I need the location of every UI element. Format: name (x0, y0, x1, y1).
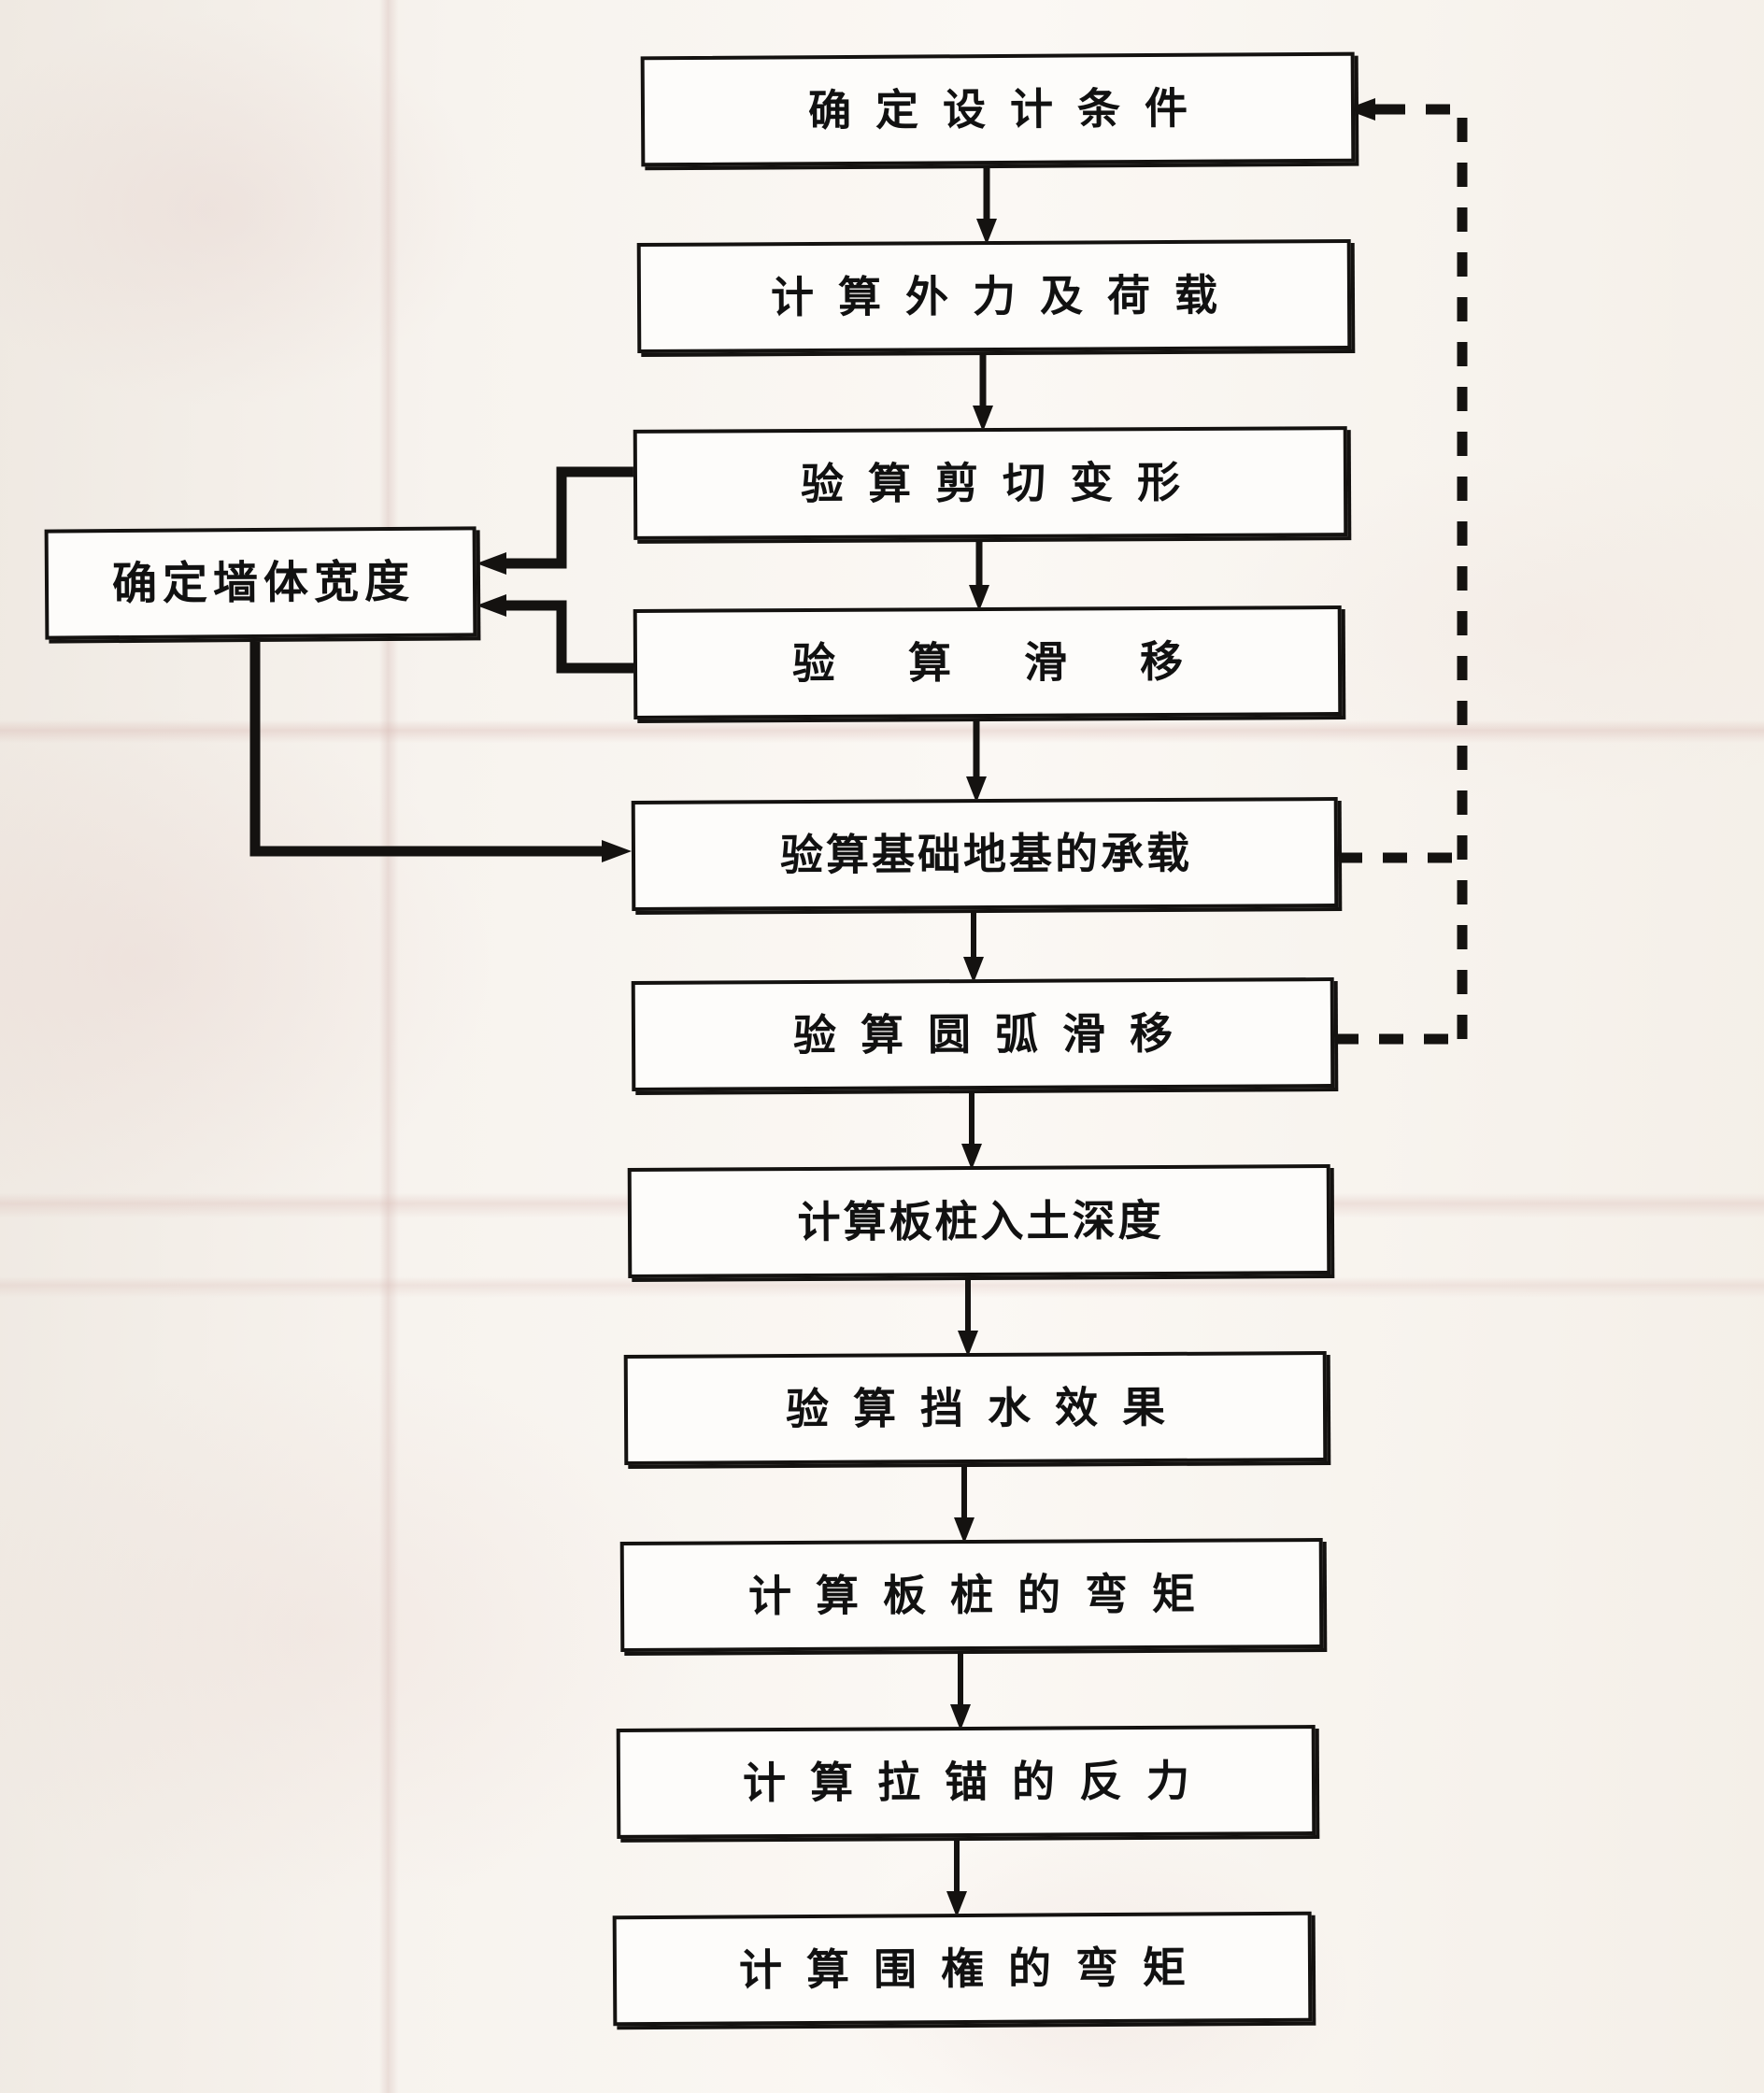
node-label: 计算板桩入土深度 (797, 1194, 1164, 1248)
node-label: 验算剪切变形 (800, 456, 1205, 509)
node-label: 验算圆弧滑移 (792, 1007, 1198, 1061)
node-calc-sheet-pile-embedment[interactable]: 计算板桩入土深度 (627, 1164, 1331, 1278)
node-calc-waling-moment[interactable]: 计算围権的弯矩 (612, 1911, 1313, 2027)
node-calc-external-force-load[interactable]: 计算外力及荷载 (636, 239, 1352, 353)
node-label: 验算滑移 (791, 635, 1257, 690)
node-label: 验算挡水效果 (785, 1381, 1190, 1435)
node-check-sliding[interactable]: 验算滑移 (633, 605, 1343, 719)
edge-left-n5 (249, 642, 632, 862)
edge-n3-left (477, 466, 633, 575)
node-check-water-retaining[interactable]: 验算挡水效果 (623, 1351, 1328, 1465)
node-determine-wall-width[interactable]: 确定墙体宽度 (44, 526, 477, 640)
node-determine-design-conditions[interactable]: 确定设计条件 (640, 51, 1356, 167)
node-calc-sheet-pile-moment[interactable]: 计算板桩的弯矩 (619, 1538, 1324, 1652)
node-calc-anchor-reaction[interactable]: 计算拉锚的反力 (616, 1725, 1316, 1839)
node-check-circular-slip[interactable]: 验算圆弧滑移 (631, 977, 1335, 1091)
node-check-foundation-bearing[interactable]: 验算基础地基的承载 (631, 797, 1339, 911)
edge-feedback-trunk (1392, 104, 1468, 1039)
node-label: 计算板桩的弯矩 (747, 1568, 1220, 1622)
node-check-shear-deformation[interactable]: 验算剪切变形 (633, 426, 1348, 540)
node-label: 计算拉锚的反力 (742, 1755, 1215, 1809)
node-label: 计算围権的弯矩 (738, 1942, 1211, 1996)
node-label: 确定墙体宽度 (111, 555, 416, 611)
node-label: 计算外力及荷载 (770, 269, 1243, 323)
node-label: 验算基础地基的承载 (779, 827, 1193, 881)
edge-n4-left (477, 594, 633, 674)
node-label: 确定设计条件 (807, 82, 1213, 136)
